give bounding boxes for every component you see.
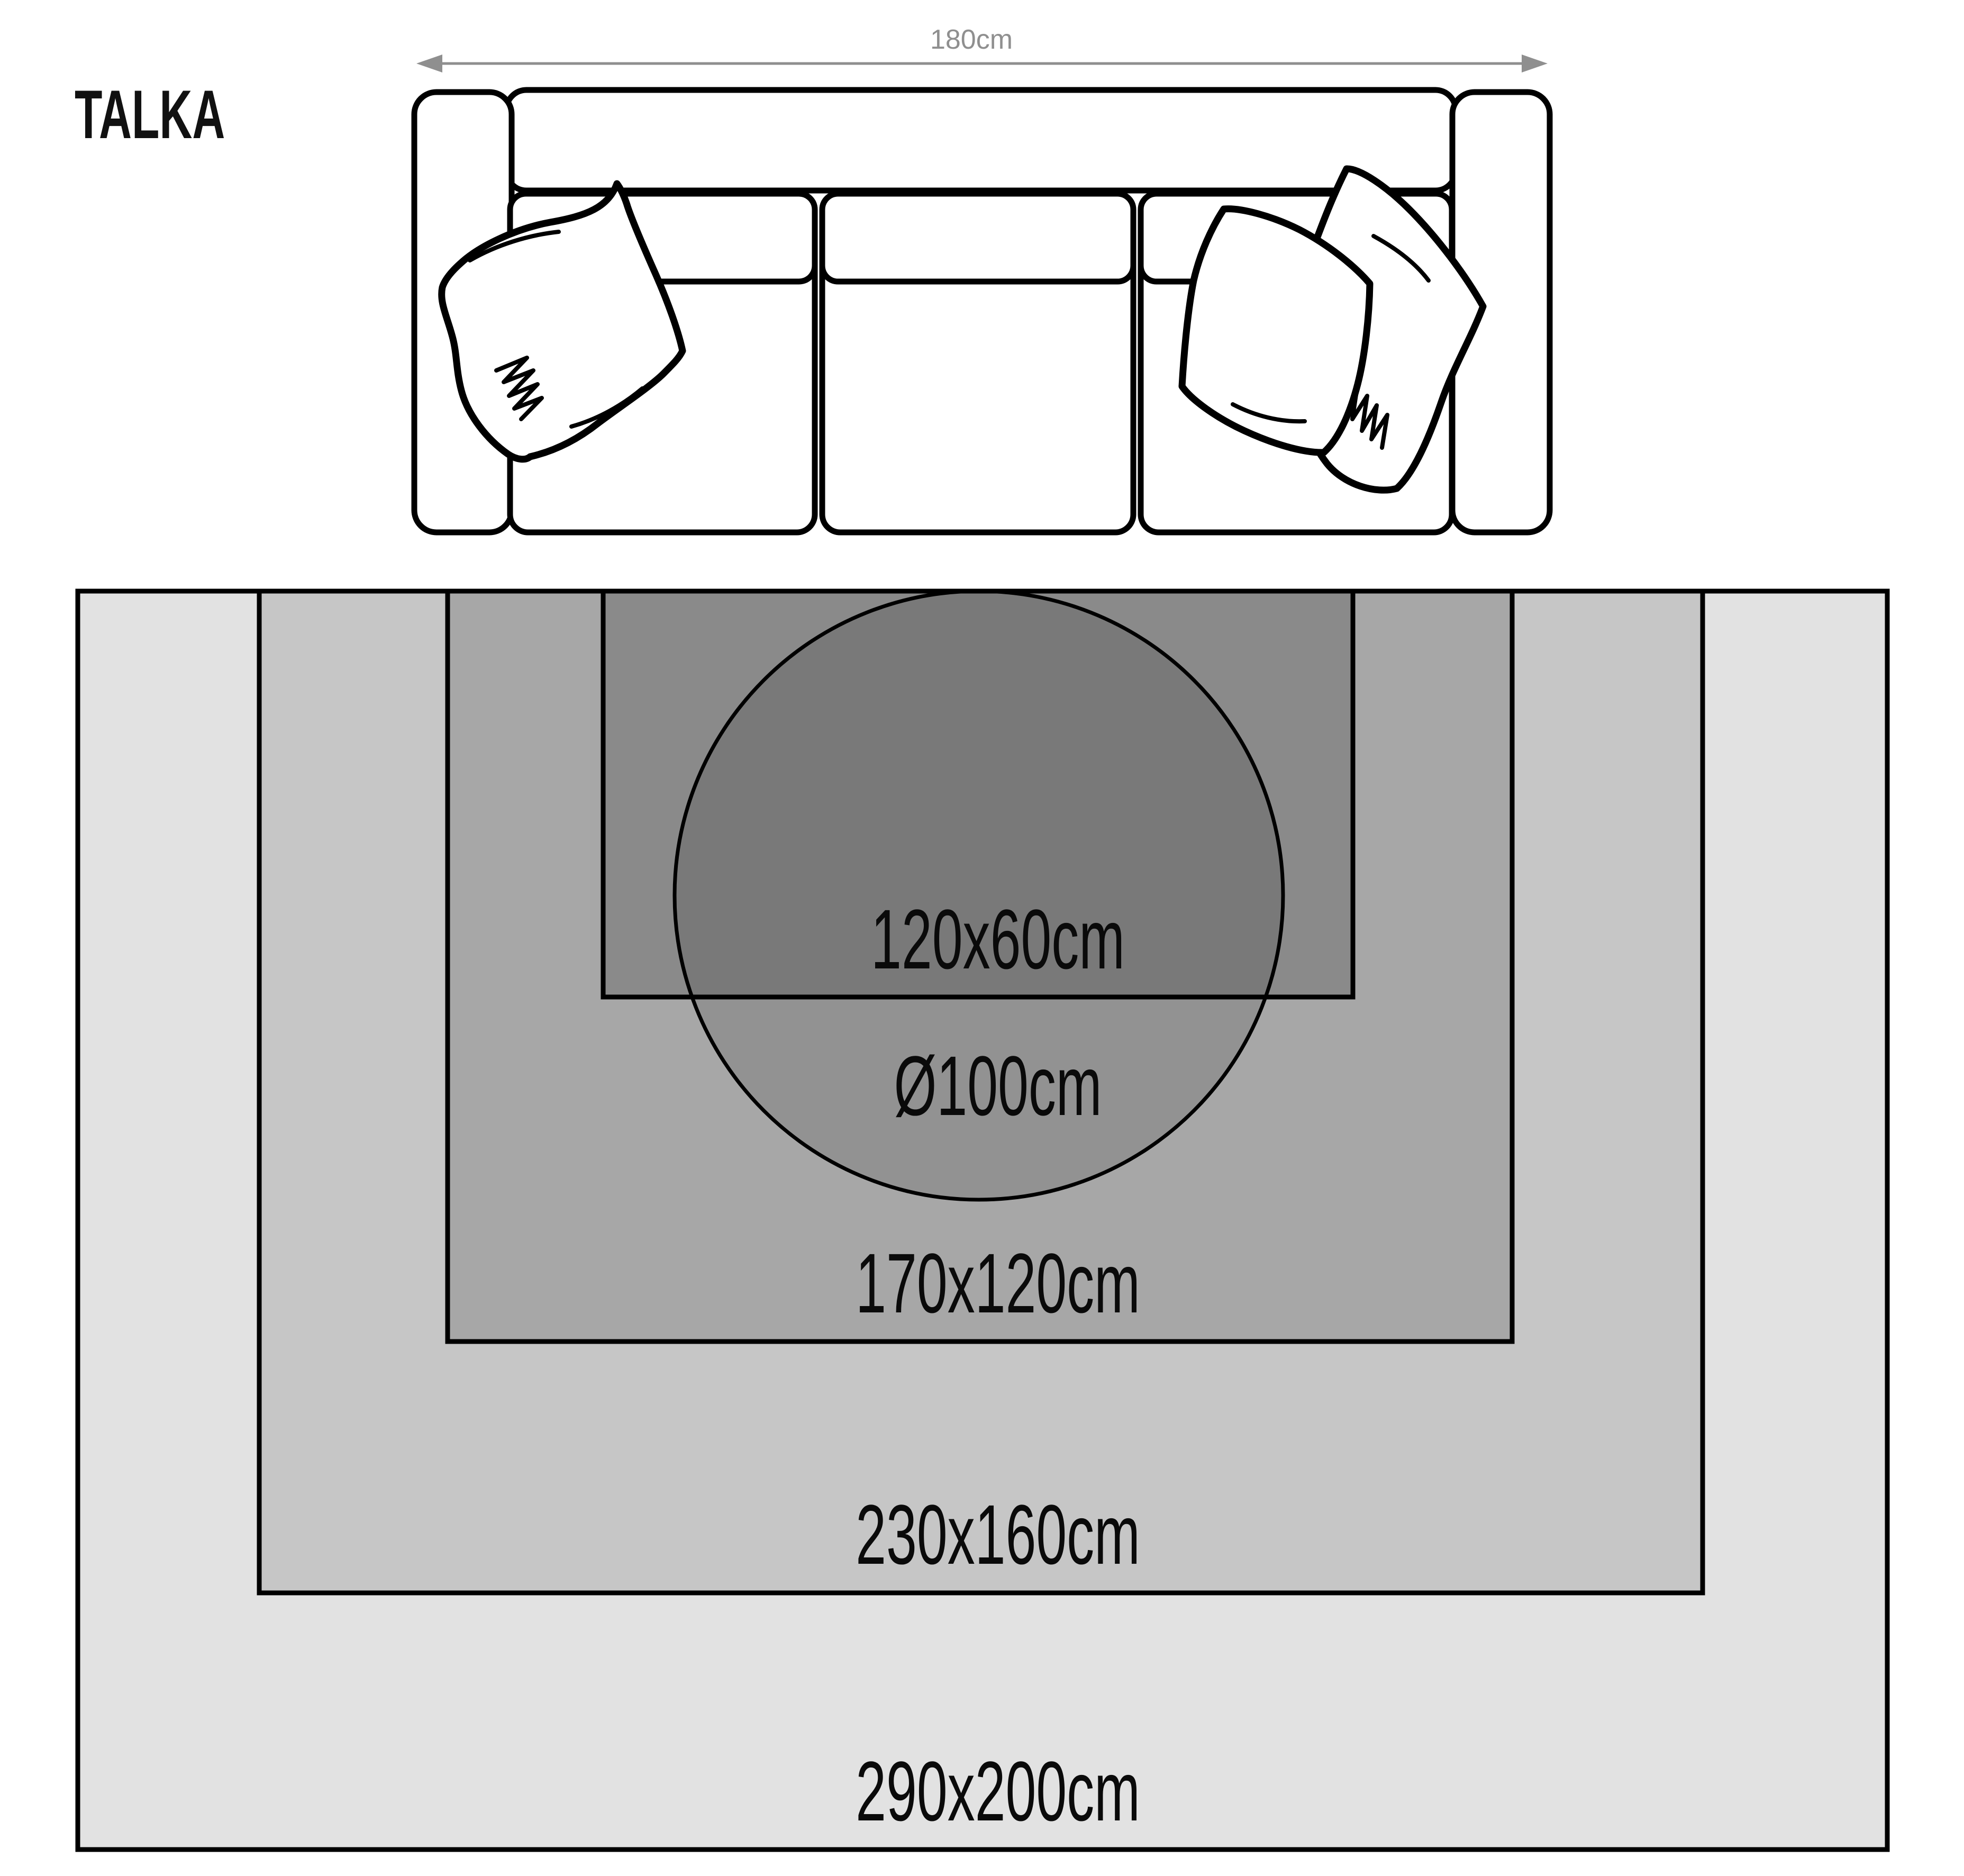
brand-title: TALKA bbox=[75, 76, 225, 153]
dimension-arrowhead-right bbox=[1522, 55, 1548, 72]
sofa-backrest bbox=[503, 87, 1459, 194]
pillow-right-back-crease bbox=[1371, 234, 1431, 283]
pillow-left bbox=[438, 180, 686, 463]
pillow-right-front-crease bbox=[1231, 402, 1307, 424]
rug-label-170x120: 170x120cm bbox=[856, 1236, 1140, 1330]
brand-title-group: TALKA bbox=[75, 76, 225, 153]
sofa-top-view bbox=[411, 87, 1553, 536]
rug-120x60 bbox=[601, 588, 1356, 1000]
rug-label-round-100: Ø100cm bbox=[894, 1038, 1102, 1133]
pillow-left-crease-bottom bbox=[569, 386, 644, 429]
pillow-right-front bbox=[1178, 205, 1374, 456]
rug-round-100 bbox=[672, 589, 1285, 1202]
rug-labels: 120x60cm Ø100cm 170x120cm 230x160cm 290x… bbox=[856, 892, 1140, 1838]
pillow-left-wrinkle bbox=[494, 356, 544, 421]
rug-stack bbox=[75, 588, 1890, 1852]
dimension-label: 180cm bbox=[930, 24, 1013, 55]
pillow-left-crease-top bbox=[468, 230, 561, 262]
dimension-arrowhead-left bbox=[416, 55, 442, 72]
dimension-arrow: 180cm bbox=[416, 24, 1548, 72]
rug-label-230x160: 230x160cm bbox=[856, 1487, 1140, 1582]
pillow-left-outline bbox=[438, 180, 686, 463]
rug-label-120x60: 120x60cm bbox=[871, 892, 1125, 986]
sofa-back-cushion-middle bbox=[819, 191, 1136, 285]
rug-label-290x200: 290x200cm bbox=[856, 1744, 1140, 1838]
pillow-right-front-outline bbox=[1178, 205, 1374, 456]
